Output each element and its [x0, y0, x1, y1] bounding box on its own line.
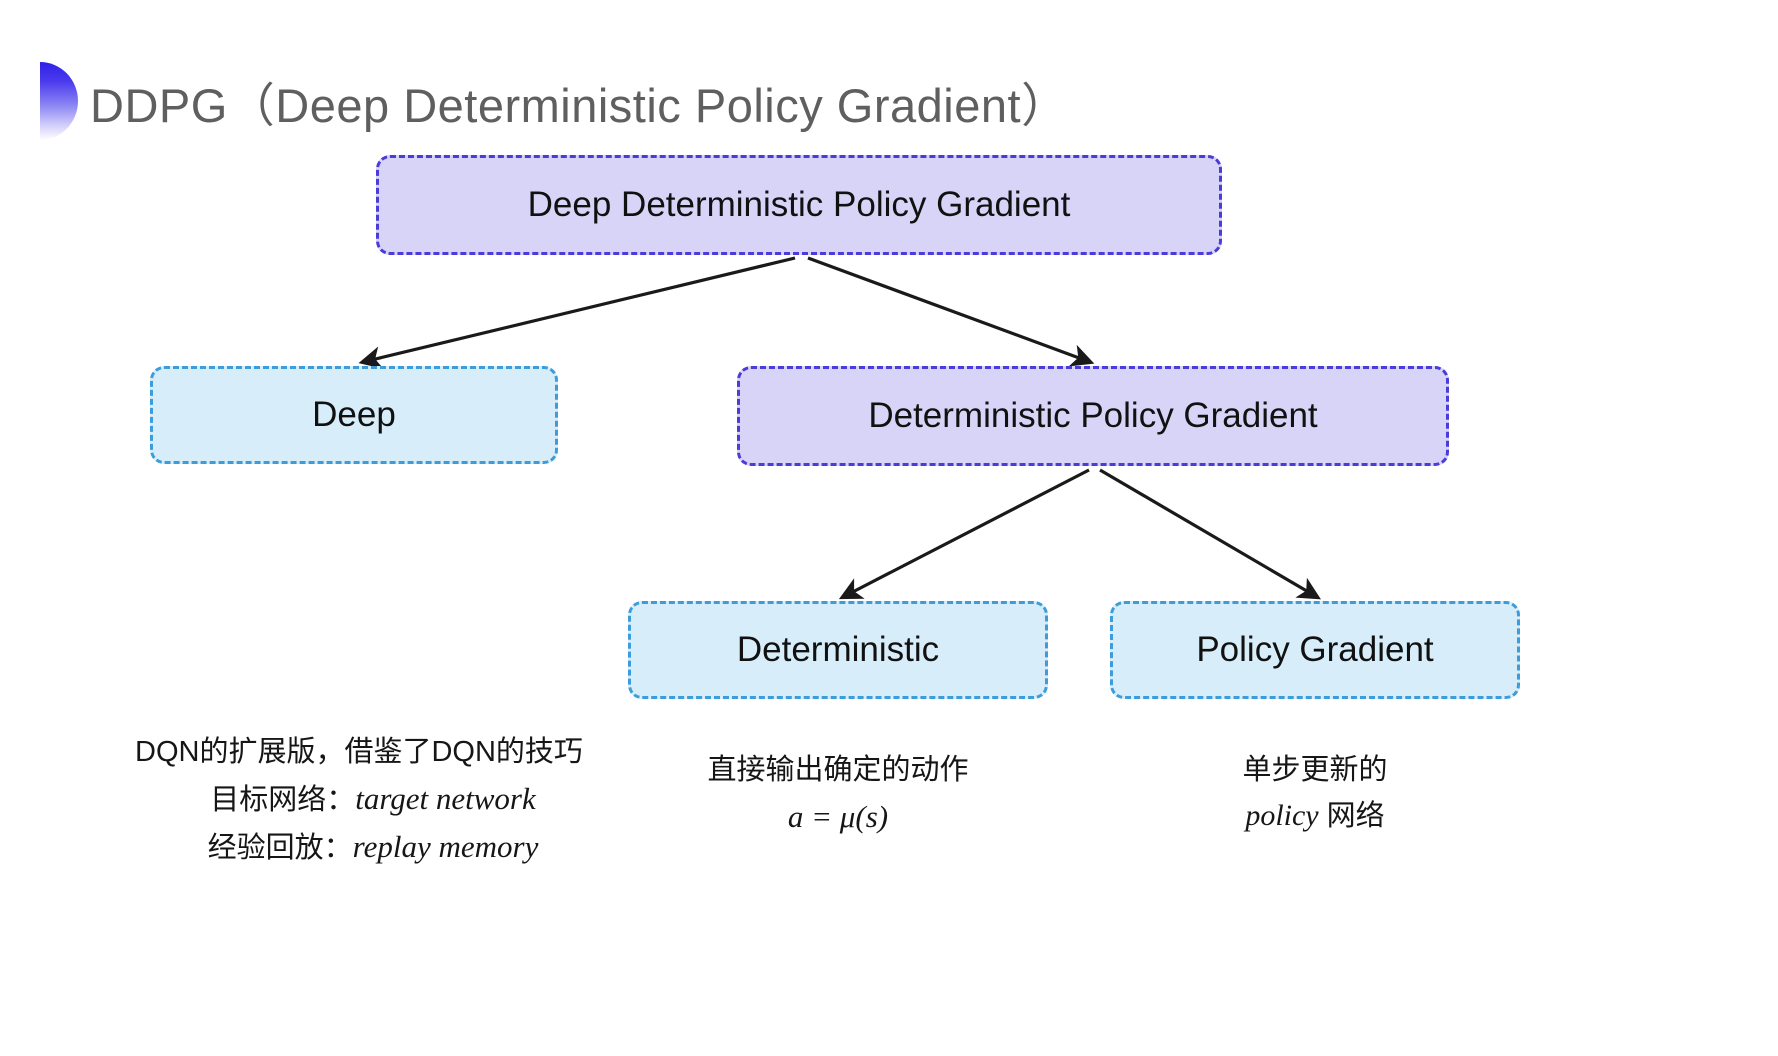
node-label-deep: Deep: [312, 394, 396, 434]
note-policy-gradient-tail: 网络: [1318, 799, 1385, 832]
note-policy-gradient: 单步更新的 policy 网络: [1132, 748, 1498, 839]
note-deterministic: 直接输出确定的动作 a = μ(s): [638, 748, 1038, 841]
note-deep-line2-label: 目标网络：: [210, 783, 356, 816]
node-label-dpg: Deterministic Policy Gradient: [868, 395, 1318, 435]
diagram-node-policy-gradient[interactable]: Policy Gradient: [1110, 601, 1520, 699]
note-deep-line3: 经验回放：replay memory: [124, 823, 594, 871]
note-policy-gradient-line2: policy 网络: [1132, 793, 1498, 840]
diagram-node-deep[interactable]: Deep: [150, 366, 558, 464]
node-label-policy-gradient: Policy Gradient: [1196, 629, 1434, 669]
edge-dpg-to-det: [838, 468, 1090, 600]
node-label-root: Deep Deterministic Policy Gradient: [527, 184, 1071, 224]
page-title: DDPG（Deep Deterministic Policy Gradient）: [90, 78, 1069, 132]
edge-dpg-to-pg: [1099, 468, 1321, 600]
note-deep-line1: DQN的扩展版，借鉴了DQN的技巧: [135, 736, 583, 768]
note-deterministic-line1: 直接输出确定的动作: [707, 754, 969, 786]
diagram-node-root[interactable]: Deep Deterministic Policy Gradient: [376, 155, 1222, 255]
note-deep-line2: 目标网络：target network: [124, 775, 594, 823]
slide-title-row: DDPG（Deep Deterministic Policy Gradient）: [40, 62, 1069, 140]
diagram-node-deterministic[interactable]: Deterministic: [628, 601, 1048, 699]
note-deep-line3-term: replay memory: [352, 828, 539, 864]
edge-root-to-dpg: [807, 256, 1095, 367]
note-deterministic-formula: a = μ(s): [787, 798, 889, 834]
note-deep-line3-label: 经验回放：: [207, 831, 353, 864]
edge-root-to-deep: [358, 256, 796, 369]
diagram-node-deterministic-policy-gradient[interactable]: Deterministic Policy Gradient: [737, 366, 1449, 466]
note-policy-gradient-term: policy: [1245, 798, 1319, 832]
note-deep-line2-term: target network: [355, 780, 536, 816]
note-policy-gradient-line1: 单步更新的: [1242, 754, 1388, 786]
gradient-halfcircle-bullet-icon: [40, 62, 78, 140]
note-deep: DQN的扩展版，借鉴了DQN的技巧 目标网络：target network 经验…: [124, 730, 594, 871]
node-label-deterministic: Deterministic: [736, 629, 940, 669]
